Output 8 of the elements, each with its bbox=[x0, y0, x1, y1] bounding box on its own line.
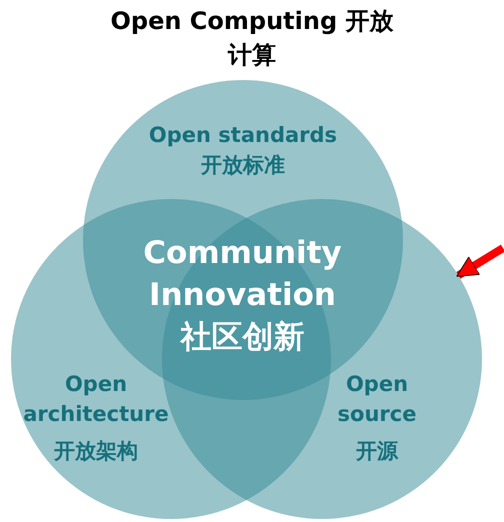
diagram-title: Open Computing 开放计算 bbox=[110, 6, 394, 71]
circle-label: 开放架构 bbox=[52, 438, 139, 465]
circle-label: Open source bbox=[336, 371, 418, 428]
circle-label: 开源 bbox=[354, 438, 400, 465]
arrow bbox=[456, 244, 504, 279]
circle-label: Open architecture bbox=[22, 371, 170, 428]
center-label: Community Innovation 社区创新 bbox=[142, 234, 343, 357]
circle-label: Open standards 开放标准 bbox=[148, 122, 338, 179]
